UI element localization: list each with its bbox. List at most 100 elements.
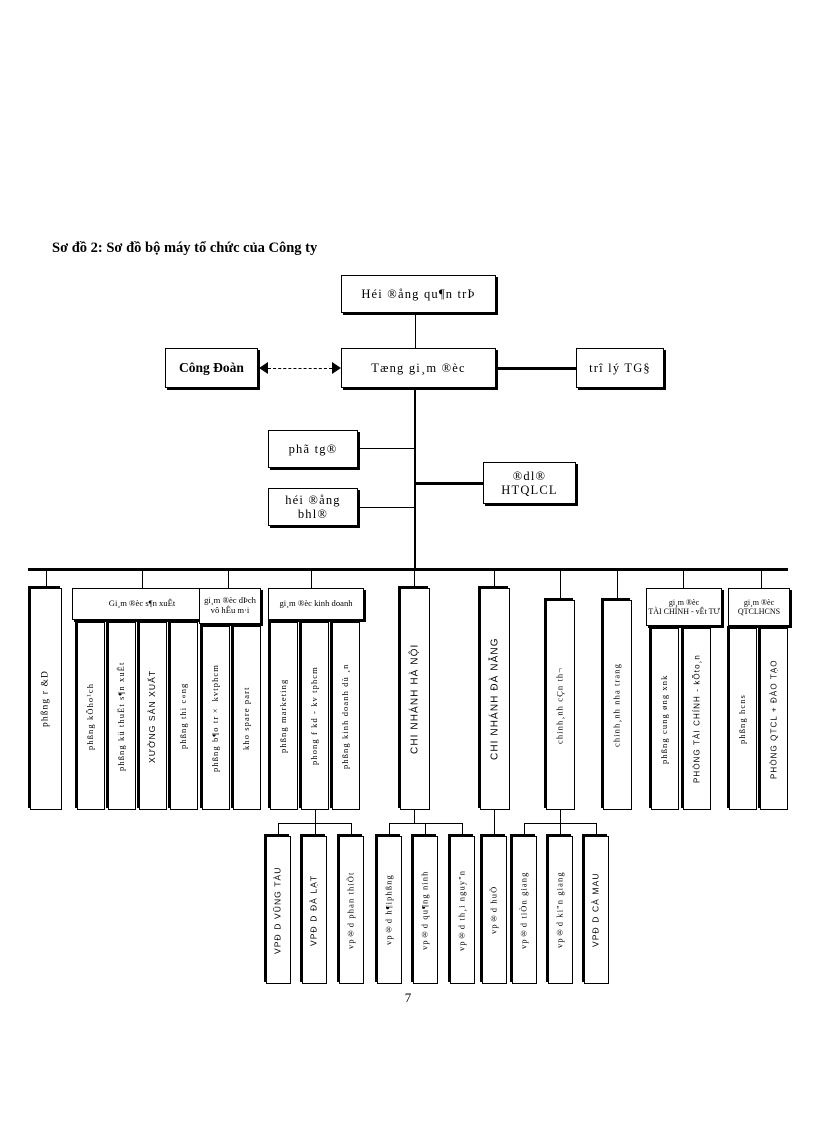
group-header-dich-vu-line2: vô hÊu m·i [210, 605, 250, 615]
group-header-kinh-doanh: gi¸m ®èc kinh doanh [268, 588, 364, 620]
box-phong-thi-cong: phßng thi c«ng [170, 622, 198, 810]
box-chi-nhanh-da-nang-label: CHI NHÁNH ĐÀ NẴNG [489, 637, 501, 761]
group-header-qtcl-line2: QTCLHCNS [737, 607, 781, 616]
box-kho-spare-part: kho spare part [233, 626, 261, 810]
connector-deputy-to-spine [358, 448, 416, 450]
droplink-da-lat [315, 823, 317, 836]
box-general-director-label: Tæng gi¸m ®èc [371, 360, 466, 375]
box-chi-nhanh-da-nang: CHI NHÁNH ĐÀ NẴNG [480, 588, 510, 810]
box-phong-kinh-doanh-du-an-label: phßng kinh doanh dù ¸n [340, 663, 351, 769]
box-phong-kd-kv-tphcm: phong f kd - kv tphcm [301, 622, 329, 810]
droplink-ca-mau [596, 823, 598, 836]
arrow-left-icon [259, 362, 268, 374]
box-phong-rd-label: phßng r &D [40, 670, 51, 728]
box-chi-nhanh-ha-noi-label: CHI NHÁNH HÀ NỘI [409, 643, 421, 755]
connector-safety-to-spine [358, 507, 416, 509]
box-vpd-tien-giang-label: vp®d tiÒn giang [518, 871, 529, 949]
group-header-dich-vu: gi¸m ®èc dÞch vô hÊu m·i [199, 588, 261, 624]
box-phong-thi-cong-label: phßng thi c«ng [178, 682, 189, 750]
box-vpd-hai-phong-label: vp®d h¶iphßng [383, 874, 394, 946]
box-safety-council: héi ®ång bhl® [268, 488, 358, 526]
group-header-tai-chinh-line2: TÀI CHÍNH - vÊt TƯ [648, 607, 720, 616]
droplink-quang-ninh [425, 823, 427, 836]
connector-gd-spine [414, 388, 417, 570]
droplink-ct-down [560, 810, 562, 824]
droplink-chi-nhanh-nha-trang [617, 568, 619, 600]
box-phong-qtcl-dao-tao: PHÒNG QTCL + ĐÀO TẠO [760, 628, 788, 810]
connector-spine-to-qms [414, 482, 483, 485]
droplink-vung-tau [278, 823, 280, 836]
group-header-qtcl-line1: gi¸m ®èc [743, 597, 775, 607]
box-kho-spare-part-label: kho spare part [241, 686, 252, 750]
box-vpd-hue-label: vp®d huÕ [488, 885, 499, 935]
group-header-dich-vu-line1: gi¸m ®èc dÞch [204, 595, 256, 606]
box-general-director: Tæng gi¸m ®èc [341, 348, 496, 388]
group-header-san-xuat-line1: Gi¸m ®èc s¶n xuÊt [108, 598, 176, 609]
box-safety-council-label: héi ®ång bhl® [285, 492, 341, 521]
page-number: 7 [404, 990, 412, 1005]
group-header-tai-chinh-line1: gi¸m ®èc [668, 597, 700, 607]
box-chi-nhanh-ha-noi: CHI NHÁNH HÀ NỘI [400, 588, 430, 810]
box-qms-representative-label: ®dl® HTQLCL [501, 468, 558, 497]
box-vpd-ca-mau: VPĐ D CÀ MAU [584, 836, 609, 984]
droplink-hn-down [414, 810, 416, 824]
box-vpd-da-lat-label: VPĐ D ĐÀ LẠT [308, 874, 319, 946]
box-cong-doan-label: Công Đoàn [179, 360, 244, 376]
box-vpd-kien-giang-label: vp®d ki"n giang [554, 871, 565, 949]
arrow-right-icon [332, 362, 341, 374]
connector-union-gd-bidirectional [259, 361, 341, 375]
box-phong-tai-chinh-ke-toan-label: PHÒNG TÀI CHÍNH - kÕto¸n [692, 654, 702, 784]
droplink-rd [46, 568, 48, 588]
box-phong-keh-hoach: phßng kÕho¹ch [77, 622, 105, 810]
box-phong-ky-thuat-san-xuat-label: phßng kü thuËt s¶n xuÊt [116, 661, 127, 771]
box-vpd-vung-tau: VPĐ D VŨNG TÀU [266, 836, 291, 984]
connector-board-to-gd [415, 313, 417, 348]
box-phong-kd-kv-tphcm-label: phong f kd - kv tphcm [309, 666, 320, 766]
box-vpd-hai-phong: vp®d h¶iphßng [377, 836, 402, 984]
droplink-gdkd [311, 568, 313, 588]
box-chi-nhanh-nha-trang: chinh¸nh nha trang [603, 600, 632, 810]
droplink-phan-thiet [351, 823, 353, 836]
box-phong-marketing: phßng marketing [270, 622, 298, 810]
droplink-kd-down [315, 810, 317, 824]
main-bus-bar [28, 568, 788, 571]
box-assistant: trî lý TG§ [576, 348, 664, 388]
box-phong-qtcl-dao-tao-label: PHÒNG QTCL + ĐÀO TẠO [769, 659, 779, 779]
group-header-kinh-doanh-line1: gi¸m ®èc kinh doanh [279, 598, 353, 609]
box-vpd-thai-nguyen-label: vp®d th¸i nguy"n [456, 869, 467, 951]
box-chi-nhanh-can-tho-label: chinh¸nh cÇn th¬ [554, 666, 565, 744]
box-phong-bao-tri-kvtphcm-label: phßng b¶o tr× kvtphcm [210, 664, 221, 773]
box-phong-cung-ung-xnk: phßng cung øng xnk [651, 628, 679, 810]
box-chi-nhanh-nha-trang-label: chinh¸nh nha trang [611, 663, 622, 748]
box-phong-keh-hoach-label: phßng kÕho¹ch [85, 682, 96, 750]
group-header-san-xuat: Gi¸m ®èc s¶n xuÊt [72, 588, 212, 620]
box-qms-representative: ®dl® HTQLCL [483, 462, 576, 504]
box-phong-hcns: phßng hcns [729, 628, 757, 810]
box-vpd-vung-tau-label: VPĐ D VŨNG TÀU [272, 866, 283, 954]
droplink-gdtc [683, 568, 685, 588]
box-deputy-director-label: phã tg® [288, 441, 338, 456]
droplink-chi-nhanh-ha-noi [414, 568, 416, 588]
box-phong-cung-ung-xnk-label: phßng cung øng xnk [659, 674, 670, 764]
box-phong-bao-tri-kvtphcm: phßng b¶o tr× kvtphcm [202, 626, 230, 810]
droplink-kien-giang [560, 823, 562, 836]
box-assistant-label: trî lý TG§ [589, 360, 651, 375]
box-vpd-hue: vp®d huÕ [482, 836, 507, 984]
group-header-qtcl: gi¸m ®èc QTCLHCNS [728, 588, 790, 626]
box-cong-doan: Công Đoàn [165, 348, 258, 388]
box-xuong-san-xuat-label: XƯỞNG SẢN XUẤT [147, 669, 158, 763]
droplink-gddv [228, 568, 230, 588]
box-board-of-directors-label: Héi ®ång qu¶n trÞ [361, 286, 476, 301]
box-xuong-san-xuat: XƯỞNG SẢN XUẤT [139, 622, 167, 810]
box-board-of-directors: Héi ®ång qu¶n trÞ [341, 275, 496, 313]
box-phong-ky-thuat-san-xuat: phßng kü thuËt s¶n xuÊt [108, 622, 136, 810]
droplink-chi-nhanh-can-tho [560, 568, 562, 600]
box-phong-tai-chinh-ke-toan: PHÒNG TÀI CHÍNH - kÕto¸n [683, 628, 711, 810]
box-vpd-kien-giang: vp®d ki"n giang [548, 836, 573, 984]
droplink-thai-nguyen [462, 823, 464, 836]
box-deputy-director: phã tg® [268, 430, 358, 468]
box-vpd-quang-ninh: vp®d qu¶ng ninh [413, 836, 438, 984]
box-chi-nhanh-can-tho: chinh¸nh cÇn th¬ [546, 600, 575, 810]
box-phong-kinh-doanh-du-an: phßng kinh doanh dù ¸n [332, 622, 360, 810]
